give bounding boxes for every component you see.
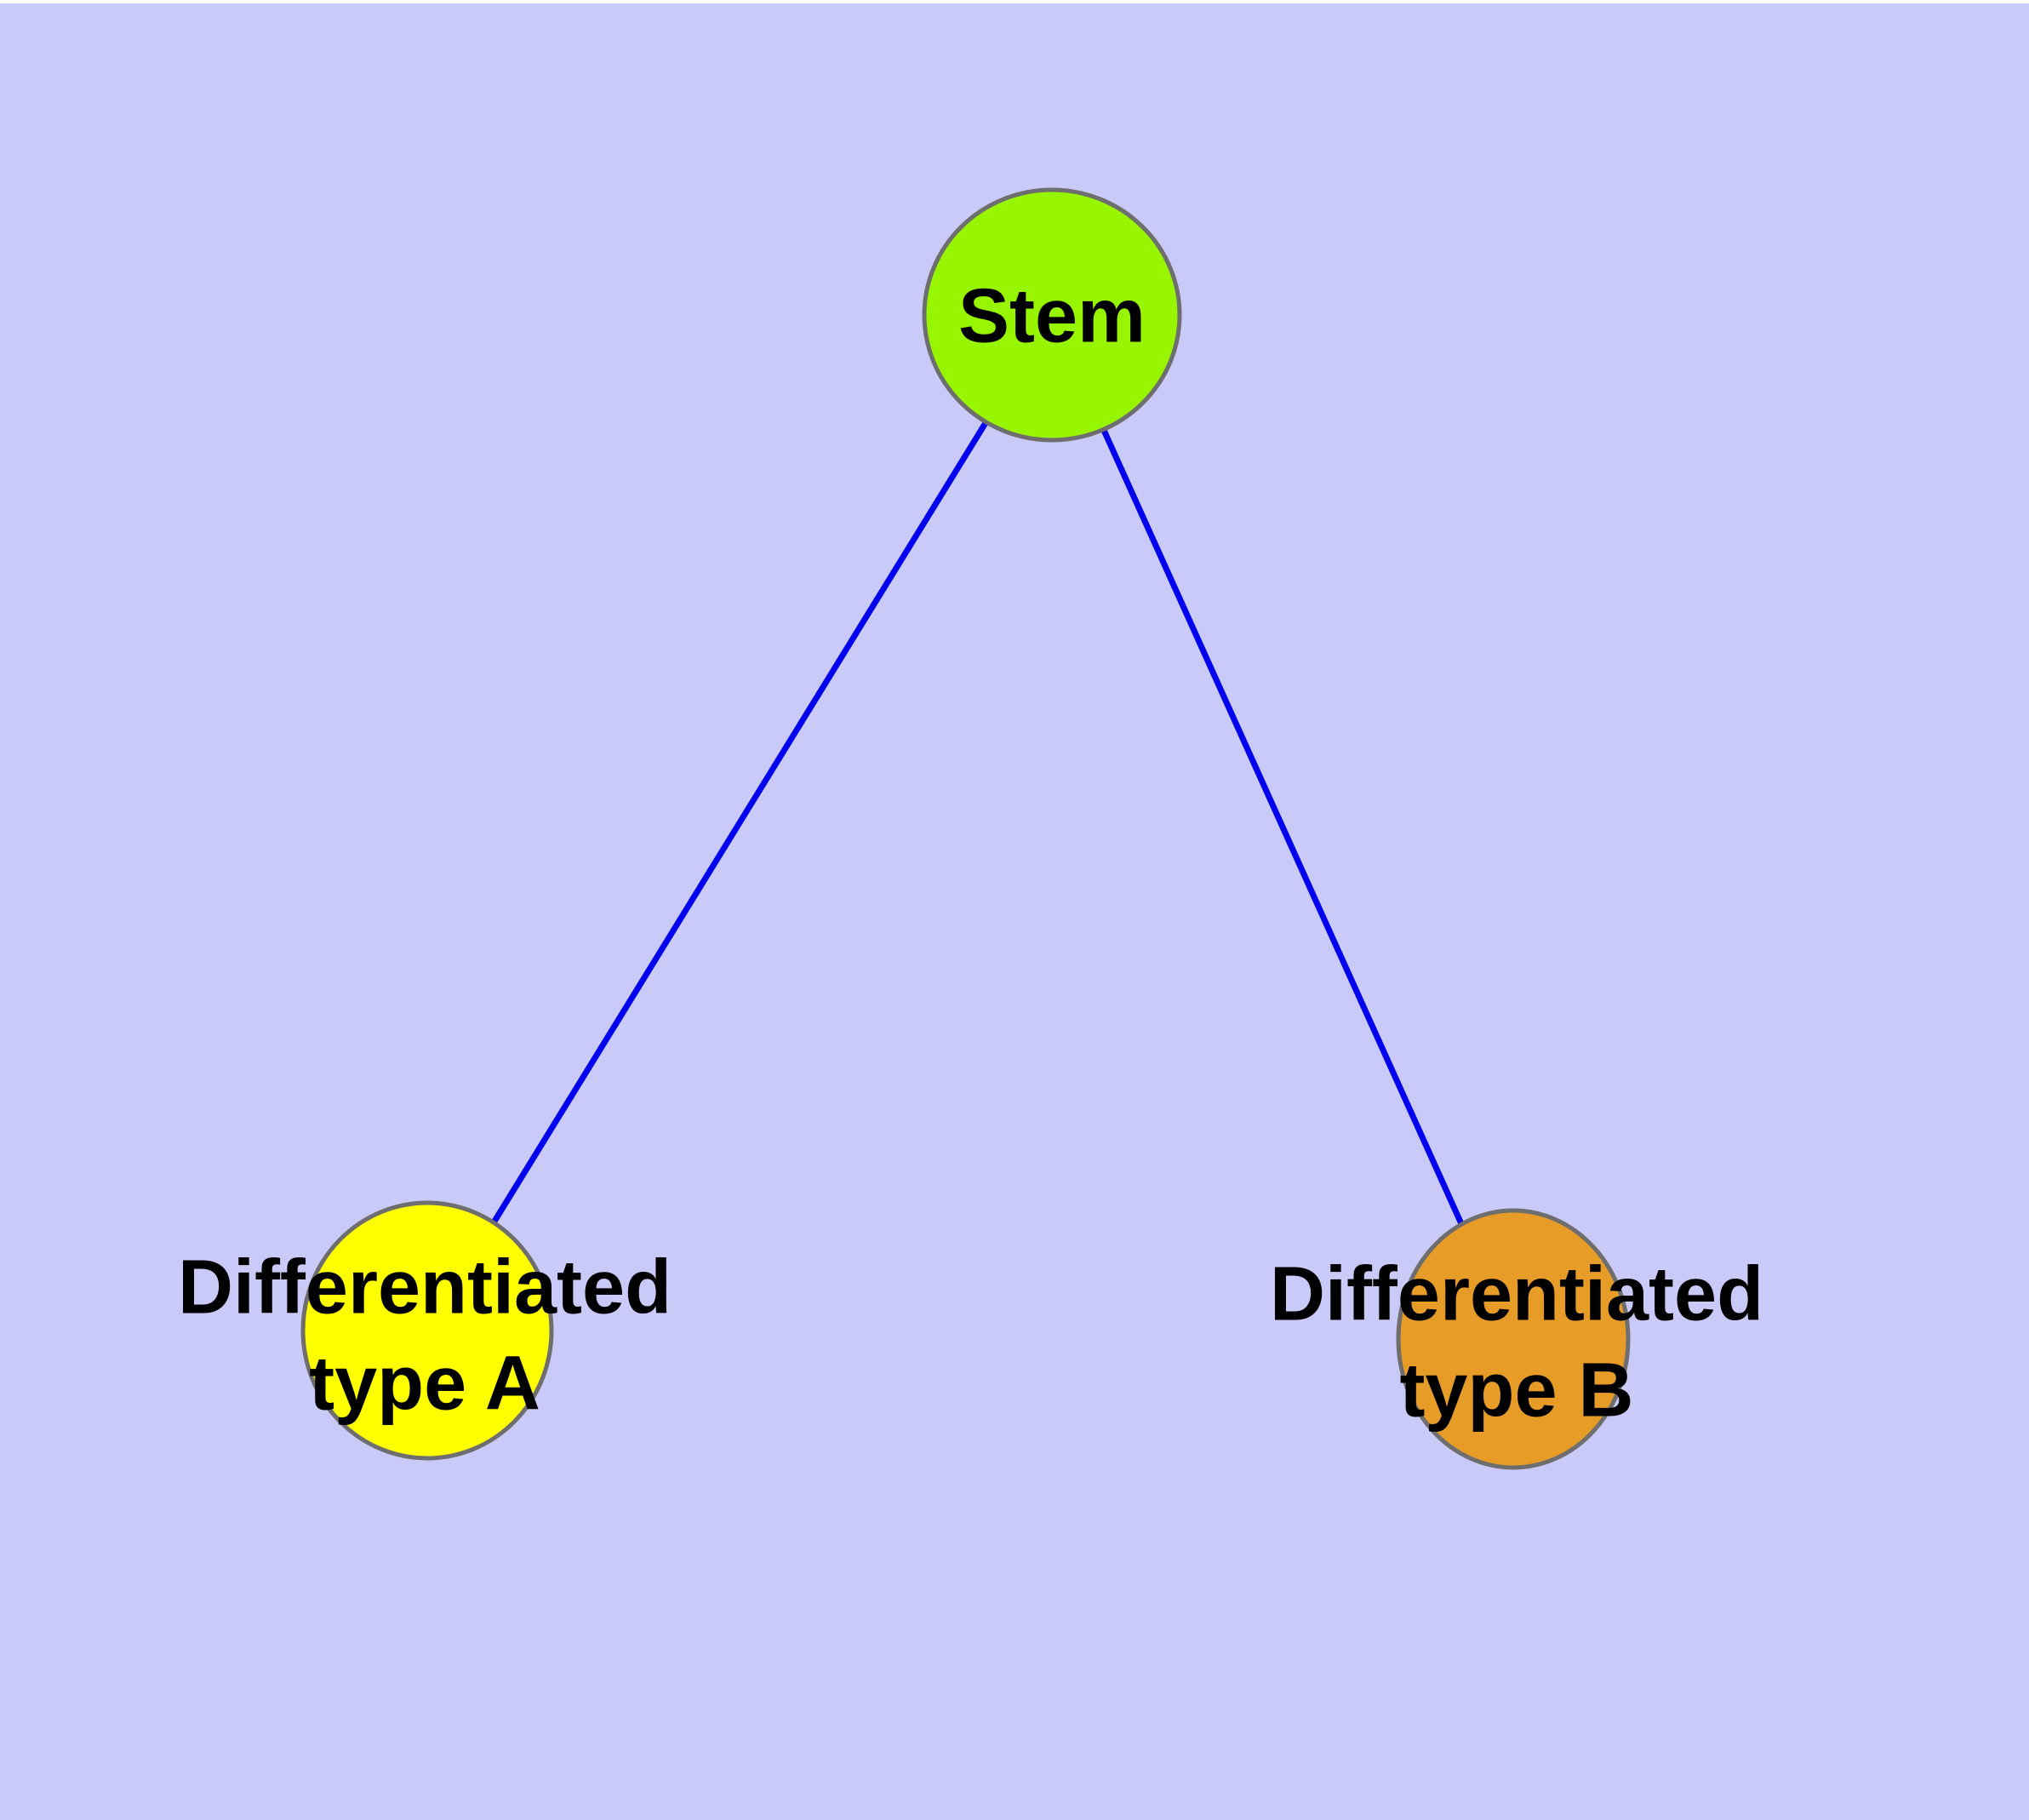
diagram-canvas: Stem Differentiated type A Differentiate…	[0, 3, 2029, 1820]
edge-stem-typeA	[425, 313, 1055, 1332]
node-stem	[922, 187, 1182, 443]
edge-stem-typeB	[1049, 313, 1517, 1341]
top-margin	[0, 0, 2029, 3]
diagram-svg	[300, 187, 1631, 1470]
node-typeA	[300, 1200, 554, 1461]
node-typeB	[1396, 1208, 1631, 1470]
